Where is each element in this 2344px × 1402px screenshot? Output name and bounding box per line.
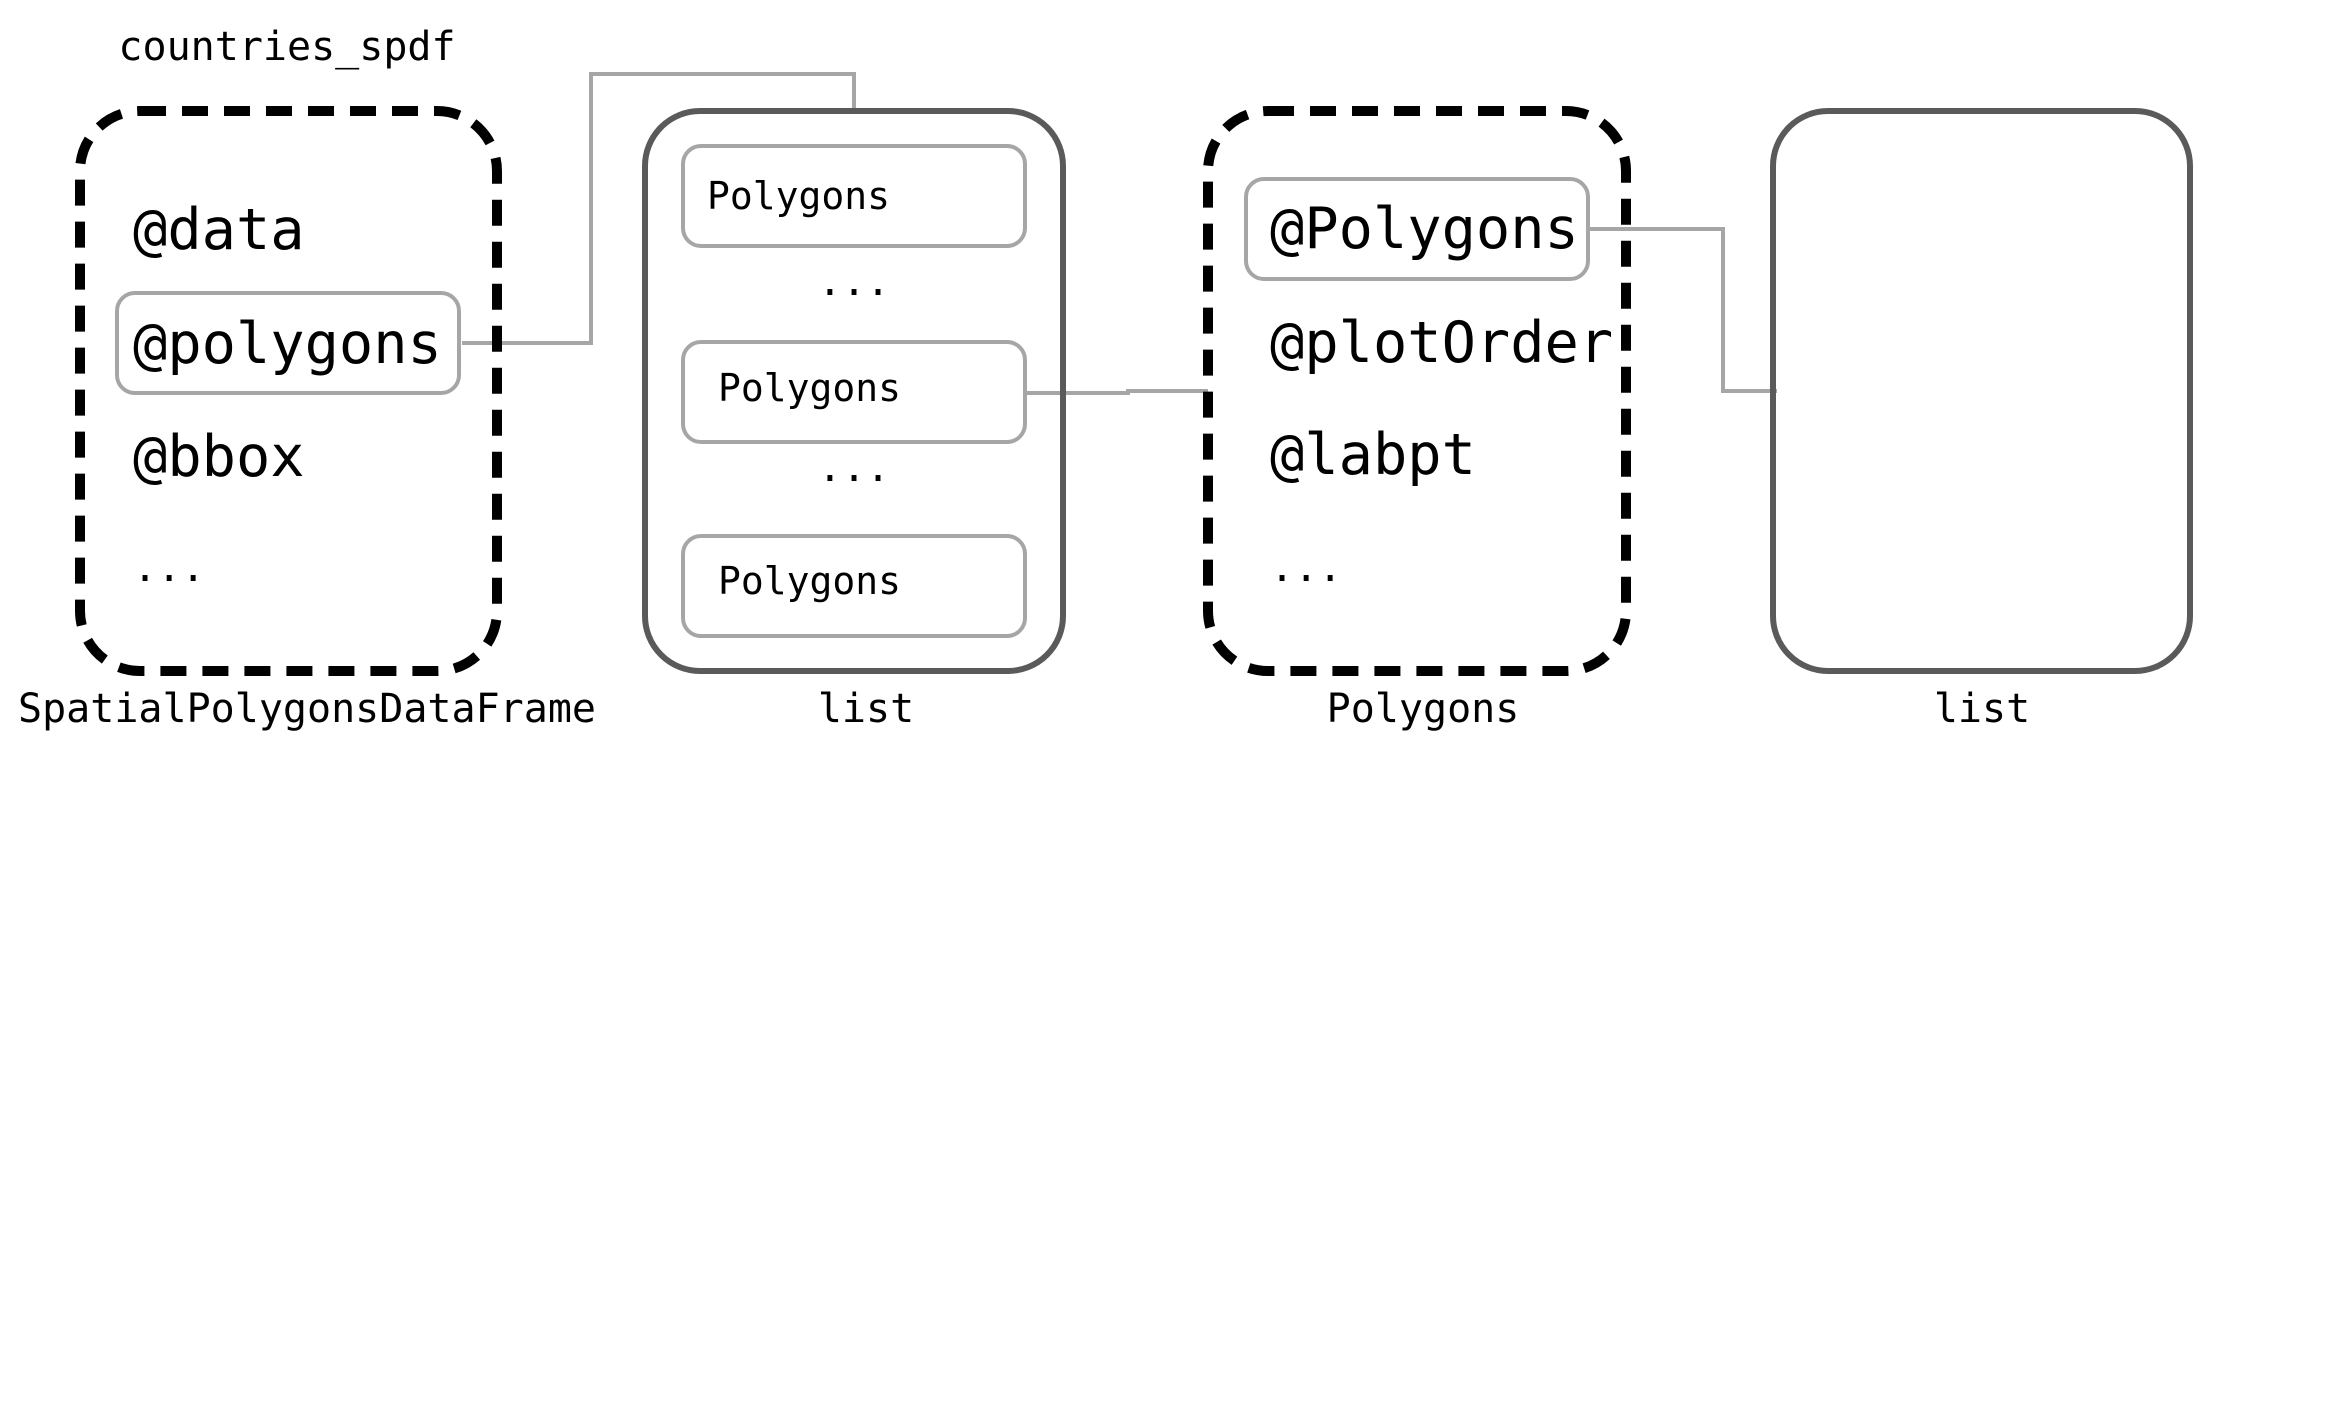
spdf-slot-polygons: @polygons [133, 311, 442, 377]
variable-name-label: countries_spdf [118, 24, 455, 70]
list-ellipsis-bottom: ... [818, 445, 890, 491]
connector-item-to-polygons [1025, 389, 1208, 395]
spdf-object-box [75, 106, 502, 676]
list2-class-label: list [1934, 686, 2030, 732]
polygons-slot-polygons-highlight [1244, 177, 1590, 281]
spdf-slot-polygons-highlight [115, 291, 461, 395]
list-item-last: Polygons [718, 559, 901, 603]
connector-polygons-slot-to-list [1590, 227, 1777, 393]
list-item-last-box [681, 534, 1027, 638]
polygons-more-ellipsis: ... [1270, 545, 1342, 591]
polygons-class-label: Polygons [1327, 686, 1520, 732]
list-item-middle-box [681, 340, 1027, 444]
list-item-first-box [681, 144, 1027, 248]
connector-polygons-to-list [462, 72, 856, 345]
list-class-label: list [818, 686, 914, 732]
spdf-class-label: SpatialPolygonsDataFrame [18, 686, 596, 732]
spdf-more-ellipsis: ... [133, 545, 205, 591]
list-ellipsis-top: ... [818, 259, 890, 305]
list2-object-box [1770, 108, 2193, 674]
list-item-middle: Polygons [718, 366, 901, 410]
polygons-slot-plotorder: @plotOrder [1270, 310, 1613, 376]
spdf-slot-bbox: @bbox [133, 424, 305, 490]
polygons-object-box [1203, 106, 1631, 676]
spdf-slot-data: @data [133, 197, 305, 263]
polygons-slot-labpt: @labpt [1270, 422, 1476, 488]
list-object-box [642, 108, 1066, 674]
list-item-first: Polygons [707, 174, 890, 218]
polygons-slot-polygons: @Polygons [1270, 196, 1579, 262]
